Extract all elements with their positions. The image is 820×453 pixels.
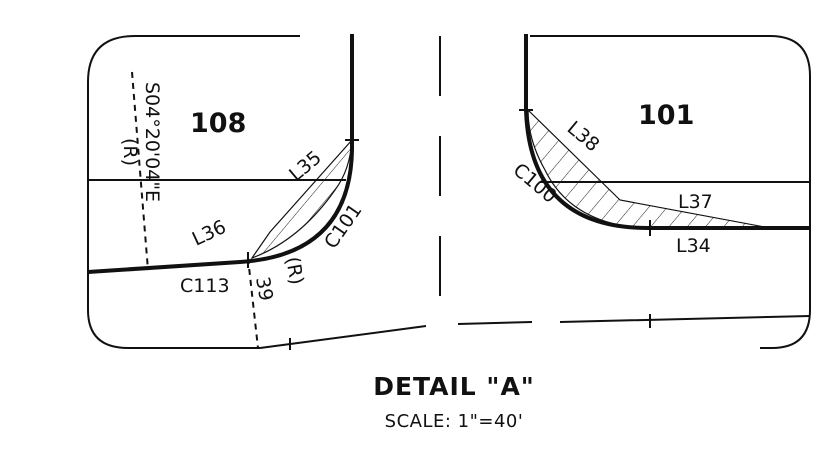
bearing-label: S04°20'04"E [141, 82, 163, 202]
radial-line [247, 257, 259, 349]
right-of-way-left [87, 34, 354, 274]
detail-scale: SCALE: 1"=40' [385, 411, 524, 432]
bearing-radial-label: (R) [119, 138, 141, 166]
road-edge-line [259, 315, 811, 349]
right-of-way-right [524, 34, 810, 230]
segment-label-l34: L34 [676, 235, 711, 257]
segment-label-l36: L36 [189, 216, 230, 251]
lot-number-101: 101 [638, 100, 694, 131]
bearing-line [131, 71, 149, 271]
frame-left [87, 35, 300, 349]
hatched-area-left [250, 138, 353, 260]
segment-label-39: 39 [251, 275, 277, 303]
segment-label-l37: L37 [678, 191, 713, 213]
detail-title: DETAIL "A" [373, 372, 535, 401]
lot-number-108: 108 [190, 108, 246, 139]
frame-right [530, 35, 811, 349]
radial-label-lower: (R) [281, 255, 308, 286]
curve-label-c113: C113 [180, 275, 230, 297]
